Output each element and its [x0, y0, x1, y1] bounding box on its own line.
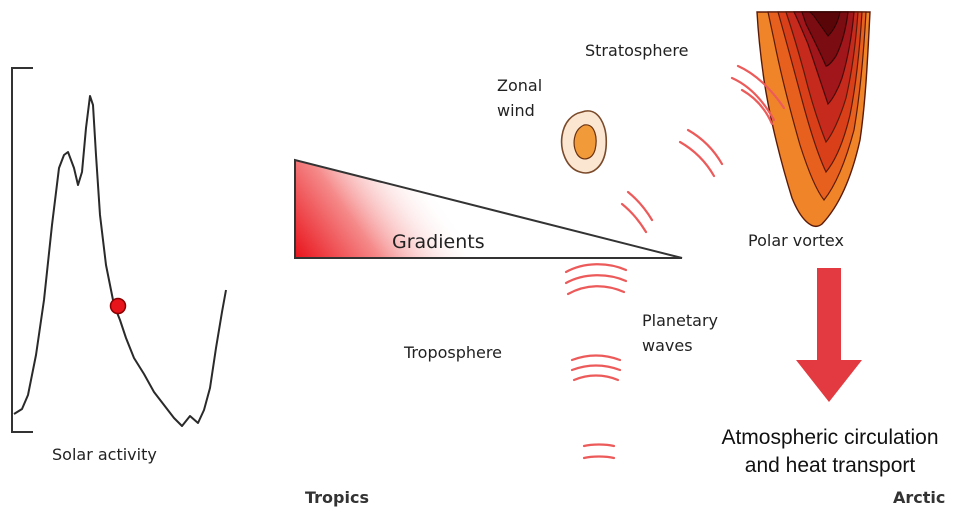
circulation-label-line2: and heat transport: [744, 454, 916, 477]
solar-activity-plot: [11, 67, 227, 433]
wave-arc: [582, 455, 616, 460]
wave-arc: [740, 88, 774, 126]
wave-arc: [736, 64, 786, 110]
wave-arc: [626, 190, 654, 222]
circulation-label-line1: Atmospheric circulation: [721, 426, 939, 449]
circulation-arrow: [796, 268, 862, 402]
stratosphere-label: Stratosphere: [585, 41, 689, 60]
troposphere-label: Troposphere: [404, 343, 502, 362]
solar-activity-curve: [13, 95, 227, 427]
tropics-label: Tropics: [305, 488, 369, 507]
solar-current-marker: [109, 297, 127, 315]
planetary-wave-arcs: [564, 64, 786, 460]
planetary-waves-label-line2: waves: [642, 336, 693, 355]
wave-arc: [564, 263, 628, 274]
polar-vortex-contour: [756, 11, 871, 227]
wave-arc: [566, 285, 626, 296]
wave-arc: [730, 76, 776, 122]
wave-arc: [582, 443, 616, 448]
solar-activity-label: Solar activity: [52, 445, 157, 464]
wave-arc: [620, 202, 648, 234]
zonal-wind-contour: [560, 110, 607, 174]
arctic-label: Arctic: [893, 488, 946, 507]
planetary-waves-label-line1: Planetary: [642, 311, 719, 330]
gradients-label: Gradients: [392, 231, 485, 253]
wave-arc: [572, 374, 620, 382]
gradient-triangle: [294, 158, 683, 259]
wave-arc: [570, 354, 622, 362]
polar-vortex-label: Polar vortex: [748, 231, 844, 250]
zonal-wind-label-line1: Zonal: [497, 76, 543, 95]
wave-arc: [678, 140, 716, 178]
wave-arc: [570, 364, 622, 372]
wave-arc: [564, 274, 628, 285]
wave-arc: [686, 128, 724, 166]
circulation-label: Atmospheric circulation and heat transpo…: [690, 424, 960, 480]
zonal-wind-label-line2: wind: [497, 101, 535, 120]
plot-bracket: [11, 67, 33, 433]
